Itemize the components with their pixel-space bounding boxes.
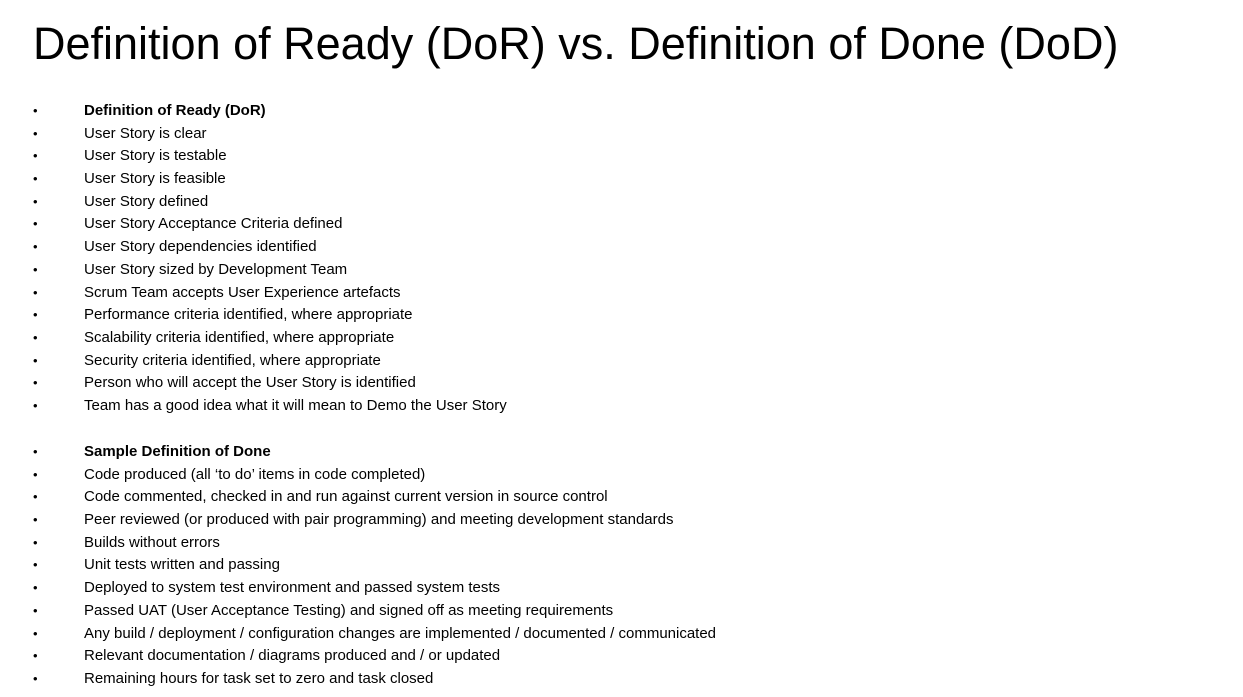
dor-heading: Definition of Ready (DoR) bbox=[84, 102, 266, 119]
list-item: • Code commented, checked in and run agai… bbox=[0, 486, 1243, 509]
list-item: • Security criteria identified, where app… bbox=[0, 350, 1243, 373]
bullet-icon: • bbox=[33, 397, 38, 413]
bullet-icon: • bbox=[33, 329, 38, 345]
list-item-text: Remaining hours for task set to zero and… bbox=[84, 669, 434, 687]
list-item-text: Security criteria identified, where appr… bbox=[84, 351, 381, 369]
bullet-icon: • bbox=[33, 261, 38, 277]
bullet-icon: • bbox=[33, 352, 38, 368]
bullet-icon: • bbox=[33, 125, 38, 141]
definition-of-done-list: • Sample Definition of Done • Code produce… bbox=[0, 441, 1243, 691]
bullet-icon: • bbox=[33, 148, 38, 164]
list-item-text: User Story defined bbox=[84, 192, 209, 210]
list-item-text: Builds without errors bbox=[84, 533, 220, 551]
list-item-text: Performance criteria identified, where a… bbox=[84, 306, 413, 324]
list-item-text: Deployed to system test environment and … bbox=[84, 579, 501, 597]
list-item: • Relevant documentation / diagrams produ… bbox=[0, 645, 1243, 668]
list-item: • User Story is testable bbox=[0, 145, 1243, 168]
list-item: • Code produced (all ‘to do’ items in cod… bbox=[0, 464, 1243, 487]
bullet-icon: • bbox=[33, 648, 38, 664]
list-item: • Deployed to system test environment and… bbox=[0, 577, 1243, 600]
list-item: • Performance criteria identified, where … bbox=[0, 304, 1243, 327]
list-item-text: User Story is feasible bbox=[84, 170, 226, 188]
list-item-text: User Story sized by Development Team bbox=[84, 260, 348, 278]
list-item-text: Any build / deployment / configuration c… bbox=[84, 624, 717, 642]
list-item: • Scalability criteria identified, where … bbox=[0, 327, 1243, 350]
list-item-text: Peer reviewed (or produced with pair pro… bbox=[84, 511, 674, 529]
list-item-text: Team has a good idea what it will mean t… bbox=[84, 396, 507, 414]
list-item-text: Code commented, checked in and run again… bbox=[84, 488, 608, 506]
bullet-icon: • bbox=[33, 466, 38, 482]
bullet-icon: • bbox=[33, 171, 38, 187]
list-item: • Any build / deployment / configuration … bbox=[0, 623, 1243, 646]
bullet-icon: • bbox=[33, 512, 38, 528]
list-item: • User Story is clear bbox=[0, 123, 1243, 146]
list-item-text: User Story dependencies identified bbox=[84, 238, 317, 256]
bullet-icon: • bbox=[33, 307, 38, 323]
list-item-text: Passed UAT (User Acceptance Testing) and… bbox=[84, 601, 614, 619]
list-item-text: User Story Acceptance Criteria defined bbox=[84, 215, 343, 233]
list-heading: • Definition of Ready (DoR) bbox=[0, 100, 1243, 123]
list-item: • Remaining hours for task set to zero an… bbox=[0, 668, 1243, 691]
list-heading: • Sample Definition of Done bbox=[0, 441, 1243, 464]
list-item: • Scrum Team accepts User Experience arte… bbox=[0, 282, 1243, 305]
bullet-icon: • bbox=[33, 534, 38, 550]
dod-heading: Sample Definition of Done bbox=[84, 443, 271, 460]
list-item-text: Code produced (all ‘to do’ items in code… bbox=[84, 465, 426, 483]
list-item: • User Story Acceptance Criteria defined bbox=[0, 213, 1243, 236]
list-item-text: User Story is clear bbox=[84, 124, 207, 142]
list-item: • User Story dependencies identified bbox=[0, 236, 1243, 259]
bullet-icon: • bbox=[33, 489, 38, 505]
list-item: • Builds without errors bbox=[0, 532, 1243, 555]
bullet-icon: • bbox=[33, 602, 38, 618]
list-item: • User Story sized by Development Team bbox=[0, 259, 1243, 282]
list-item-text: Scrum Team accepts User Experience artef… bbox=[84, 283, 401, 301]
bullet-icon: • bbox=[33, 580, 38, 596]
bullet-icon: • bbox=[33, 670, 38, 686]
list-item: • User Story defined bbox=[0, 191, 1243, 214]
bullet-icon: • bbox=[33, 103, 38, 118]
list-item-text: Person who will accept the User Story is… bbox=[84, 374, 416, 392]
list-item: • Passed UAT (User Acceptance Testing) an… bbox=[0, 600, 1243, 623]
list-item: • Team has a good idea what it will mean … bbox=[0, 395, 1243, 418]
list-item: • Person who will accept the User Story i… bbox=[0, 372, 1243, 395]
definition-of-ready-list: • Definition of Ready (DoR) • User Story i… bbox=[0, 100, 1243, 418]
list-item-text: User Story is testable bbox=[84, 147, 227, 165]
bullet-icon: • bbox=[33, 284, 38, 300]
list-item-text: Unit tests written and passing bbox=[84, 556, 280, 574]
bullet-icon: • bbox=[33, 625, 38, 641]
slide-title: Definition of Ready (DoR) vs. Definition… bbox=[33, 18, 1119, 69]
bullet-icon: • bbox=[33, 239, 38, 255]
bullet-icon: • bbox=[33, 444, 38, 459]
list-item: • Peer reviewed (or produced with pair pr… bbox=[0, 509, 1243, 532]
bullet-icon: • bbox=[33, 216, 38, 232]
list-item-text: Relevant documentation / diagrams produc… bbox=[84, 647, 501, 665]
bullet-icon: • bbox=[33, 193, 38, 209]
list-item: • Unit tests written and passing bbox=[0, 554, 1243, 577]
bullet-icon: • bbox=[33, 557, 38, 573]
list-item-text: Scalability criteria identified, where a… bbox=[84, 328, 395, 346]
bullet-icon: • bbox=[33, 375, 38, 391]
list-item: • User Story is feasible bbox=[0, 168, 1243, 191]
